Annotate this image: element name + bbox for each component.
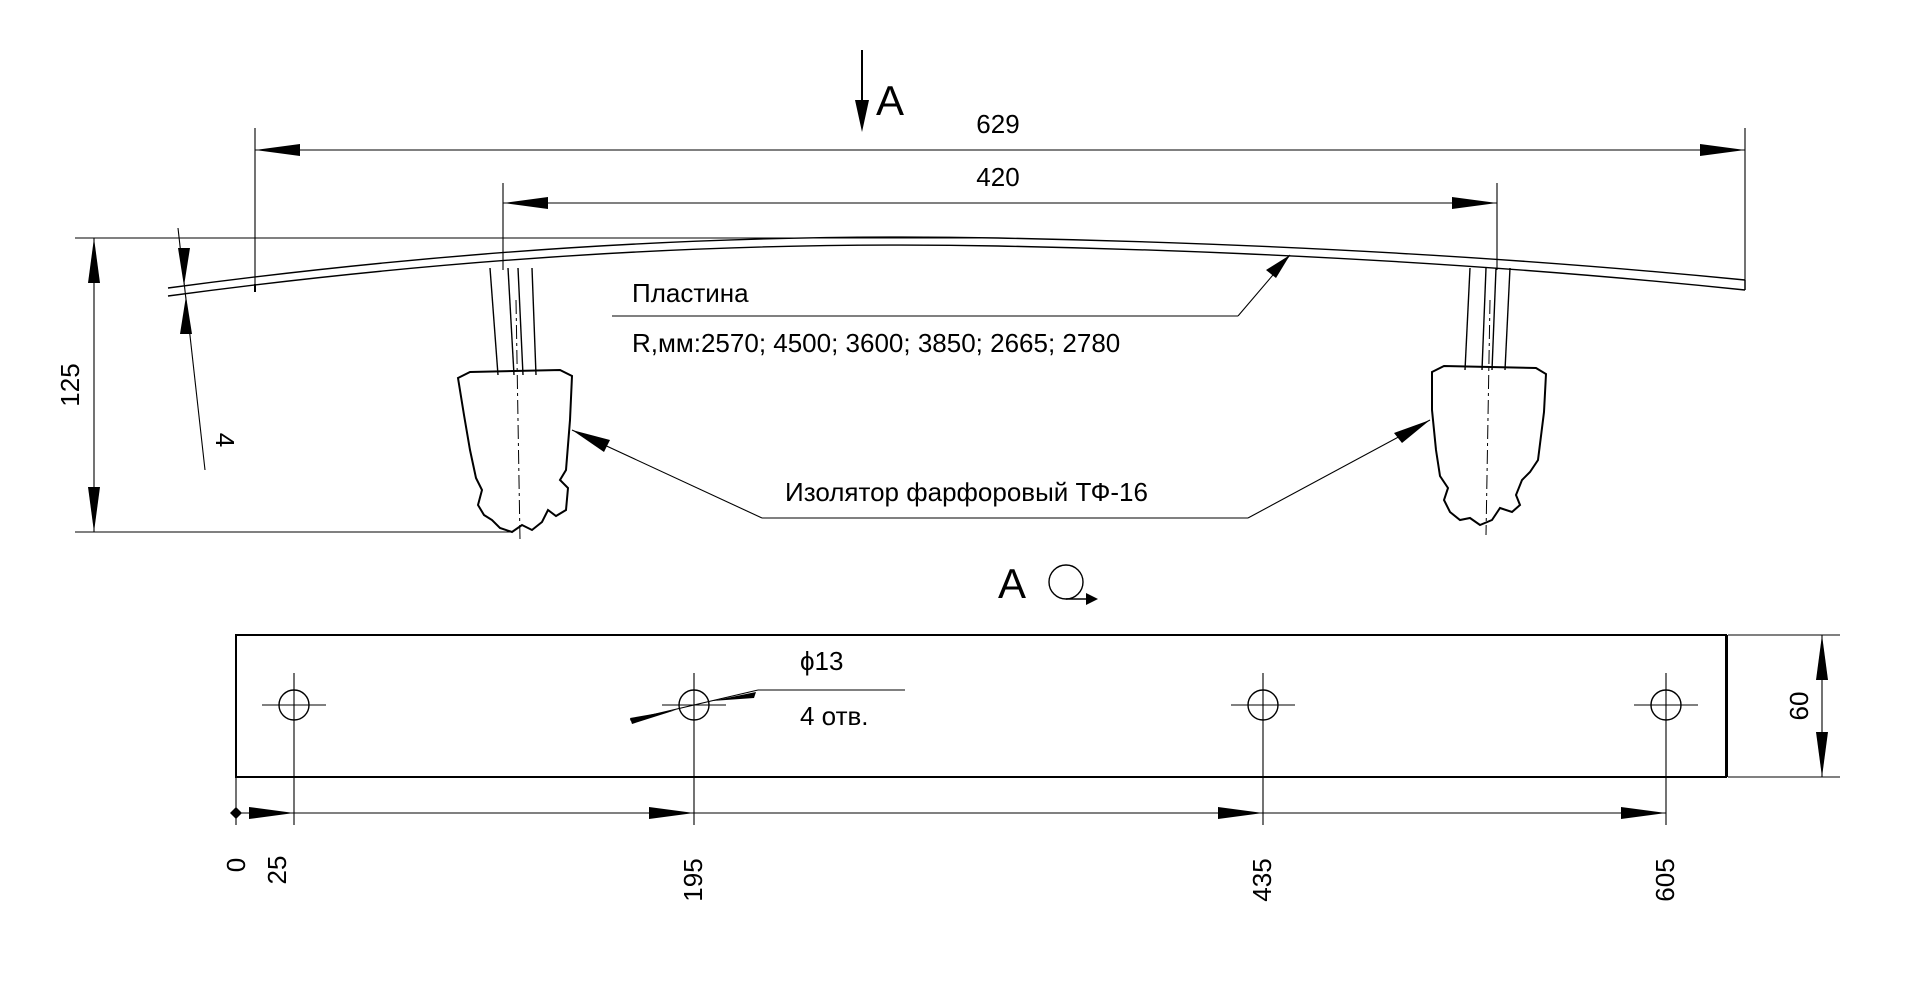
dimension-125-label: 125 <box>55 363 85 406</box>
hole-count-label: 4 отв. <box>800 701 869 731</box>
dimension-420-label: 420 <box>976 162 1019 192</box>
hole-3 <box>1231 673 1295 825</box>
hole-4 <box>1634 673 1698 825</box>
ordinate-605-label: 605 <box>1650 858 1680 901</box>
ordinate-0-label: 0 <box>221 858 251 872</box>
dimension-thickness: 4 <box>177 227 240 471</box>
plate-label: Пластина <box>632 278 749 308</box>
view-direction-arrow: А <box>855 50 904 132</box>
plate-radii-label: R,мм:2570; 4500; 3600; 3850; 2665; 2780 <box>632 328 1120 358</box>
ordinate-25-label: 25 <box>262 856 292 885</box>
insulator-right <box>1431 267 1548 536</box>
hole-1 <box>262 673 326 737</box>
dimension-overall-length: 629 <box>254 109 1746 290</box>
hole-callout: ϕ13 4 отв. <box>629 646 905 731</box>
insulator-leader: Изолятор фарфоровый ТФ-16 <box>571 419 1431 519</box>
dimension-60-label: 60 <box>1784 692 1814 721</box>
hole-diameter-label: ϕ13 <box>800 646 843 676</box>
plate-leader: Пластина R,мм:2570; 4500; 3600; 3850; 26… <box>612 254 1291 358</box>
view-letter-top: А <box>876 77 904 124</box>
insulator-label: Изолятор фарфоровый ТФ-16 <box>785 477 1148 507</box>
dimension-width: 60 <box>1728 634 1840 778</box>
view-letter-bottom: А <box>998 560 1026 607</box>
dimension-height: 125 <box>55 237 1000 533</box>
dimension-629-label: 629 <box>976 109 1019 139</box>
dimension-4-label: 4 <box>210 433 240 447</box>
ordinate-195-label: 195 <box>678 858 708 901</box>
insulator-left <box>456 267 574 541</box>
hole-2 <box>662 673 726 825</box>
view-a-title: А <box>998 560 1098 607</box>
ordinate-dimensions: 0 25 195 435 605 <box>221 737 1680 902</box>
dimension-insulator-spacing: 420 <box>502 162 1498 270</box>
plate-plan-outline <box>235 634 1728 778</box>
ordinate-435-label: 435 <box>1247 858 1277 901</box>
